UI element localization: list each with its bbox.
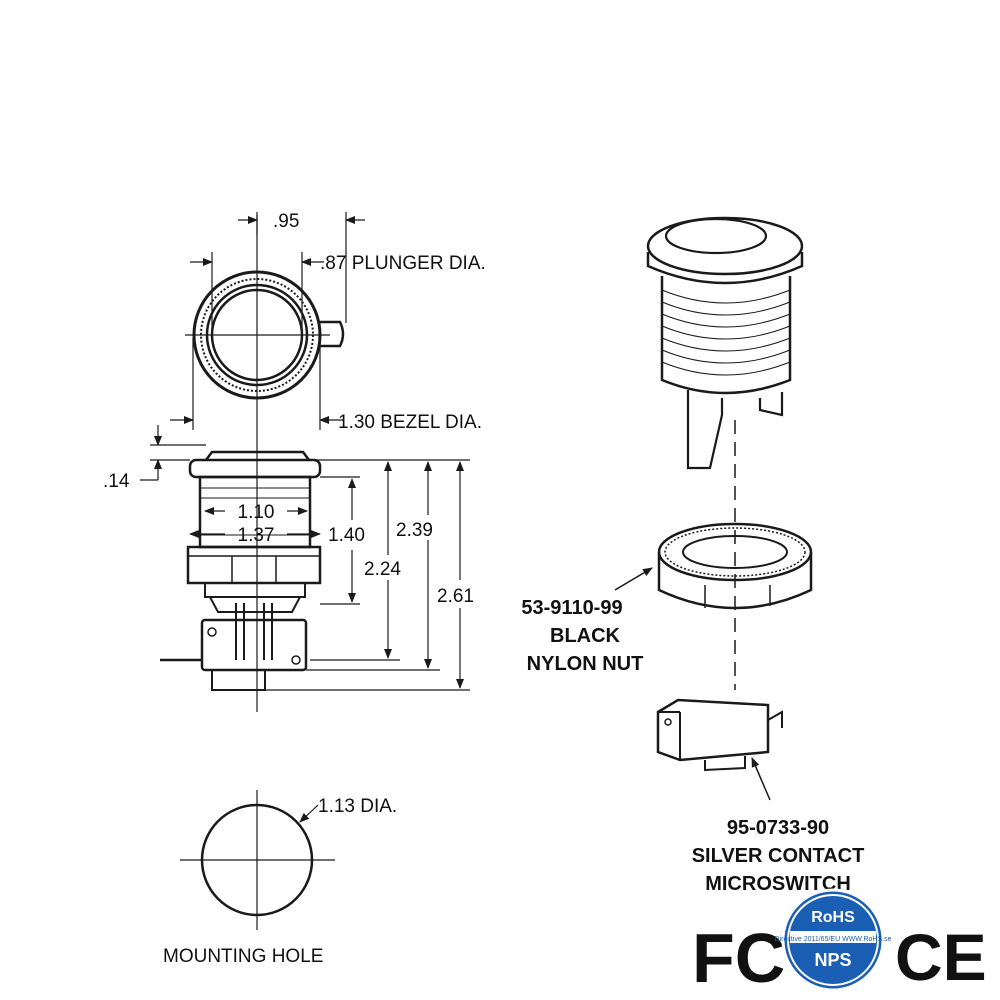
hole-caption: MOUNTING HOLE	[163, 946, 323, 967]
button-leg-left	[686, 390, 724, 470]
switch-terminal	[211, 670, 266, 691]
certification-marks: FC RoHS Directive 2011/65/EU WWW.RoHS.se…	[692, 888, 987, 997]
dim-bezel-label: 1.30 BEZEL DIA.	[338, 412, 482, 433]
nut-desc-1: BLACK	[550, 625, 621, 647]
rohs-nps: NPS	[814, 950, 851, 970]
button-plunger-top	[664, 217, 768, 255]
dim-plunger-label: .87 PLUNGER DIA.	[320, 253, 486, 274]
switch-leader	[751, 757, 771, 801]
nut-leader	[614, 567, 653, 591]
hole-dia-label: 1.13 DIA.	[318, 796, 397, 817]
fc-mark: FC	[692, 919, 785, 997]
button-thread-body	[660, 276, 792, 395]
switch-desc-1: SILVER CONTACT	[692, 845, 865, 867]
button-bezel-top	[646, 216, 804, 276]
top-view: .95 .87 PLUNGER DIA. 1.30 BEZEL DIA.	[170, 211, 486, 712]
nut-body	[657, 552, 813, 610]
plunger-cap	[205, 450, 310, 461]
ce-mark: CE	[895, 920, 987, 994]
lower-housing	[204, 582, 306, 598]
mounting-hole-view: 1.13 DIA. MOUNTING HOLE	[163, 790, 397, 967]
rohs-seal: RoHS Directive 2011/65/EU WWW.RoHS.se NP…	[775, 888, 892, 992]
microswitch-3d	[656, 698, 770, 762]
dim-095-label: .95	[273, 211, 299, 232]
dim-140-label: 1.40	[328, 525, 365, 546]
switch-desc-2: MICROSWITCH	[705, 873, 851, 895]
dim-261-label: 2.61	[437, 586, 474, 607]
button-leg-right	[758, 392, 784, 417]
dim-110-label: 1.10	[238, 502, 275, 523]
switch-part-number: 95-0733-90	[727, 817, 829, 839]
bezel-tab	[318, 320, 345, 348]
bezel-flange	[188, 458, 322, 479]
dim-239-label: 2.39	[396, 520, 433, 541]
microswitch-side	[200, 618, 308, 672]
nut-part-number: 53-9110-99	[521, 597, 622, 619]
nut-desc-2: NYLON NUT	[527, 653, 644, 675]
rohs-directive: Directive 2011/65/EU WWW.RoHS.se	[775, 936, 892, 943]
dim-224-label: 2.24	[364, 559, 401, 580]
dim-137-label: 1.37	[238, 525, 275, 546]
dim-014-label: .14	[103, 471, 130, 492]
side-view: .14 1.10 1.37 1.40 2.24 2.39 2.61	[103, 425, 474, 691]
nut-side	[186, 545, 322, 585]
rohs-text: RoHS	[811, 909, 855, 926]
exploded-view: 53-9110-99 BLACK NYLON NUT 95-0733-90 SI…	[521, 216, 865, 895]
